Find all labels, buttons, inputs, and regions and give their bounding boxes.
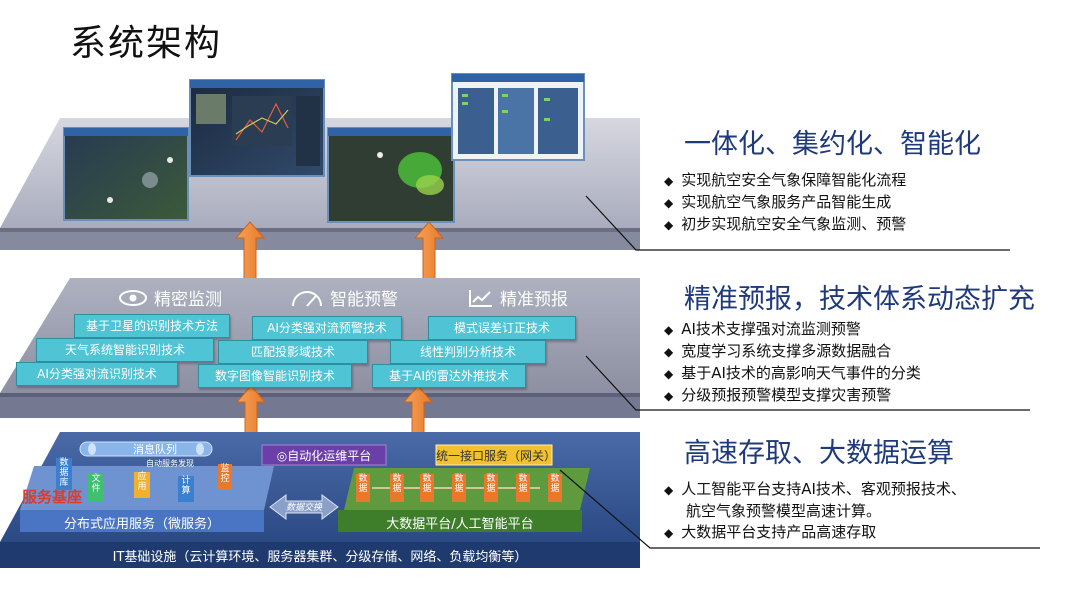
pipeline-cube: 数据	[548, 474, 562, 502]
ops-platform-label: ◎自动化运维平台	[276, 449, 372, 463]
dashboard-screenshot-1	[63, 127, 189, 221]
bullet-item: 人工智能平台支持AI技术、客观预报技术、	[664, 479, 966, 501]
cube-database: 数据库	[56, 458, 72, 490]
pipeline-cube: 数据	[356, 474, 370, 502]
section-heading-storage: 高速存取、大数据运算	[684, 438, 954, 469]
bigdata-platform-label: 大数据平台/人工智能平台	[386, 517, 534, 532]
bullet-item: 基于AI技术的高影响天气事件的分类	[664, 363, 921, 385]
leader-lines	[559, 195, 1040, 549]
tech-satellite-recognition: 基于卫星的识别技术方法	[74, 314, 230, 338]
cube-app: 应用	[134, 472, 150, 498]
section-bullets-forecast: AI技术支撑强对流监测预警 宽度学习系统支撑多源数据融合 基于AI技术的高影响天…	[664, 319, 921, 407]
message-queue-pipe	[79, 441, 213, 457]
data-exchange-arrow	[269, 494, 339, 520]
section-bullets-integration: 实现航空安全气象保障智能化流程 实现航空气象服务产品智能生成 初步实现航空安全气…	[664, 170, 906, 236]
cube-file: 文件	[88, 474, 104, 502]
bullet-item: 宽度学习系统支撑多源数据融合	[664, 341, 921, 363]
data-exchange-label: 数据交换	[285, 503, 322, 513]
bullet-item: 分级预报预警模型支撑灾害预警	[664, 385, 921, 407]
distributed-service-label: 分布式应用服务（微服务）	[63, 517, 220, 532]
section-heading-integration: 一体化、集约化、智能化	[684, 129, 981, 160]
monitor-precision: 精密监测	[118, 285, 222, 312]
dashboard-screenshot-4	[451, 73, 585, 161]
ops-platform-bar	[261, 444, 387, 466]
pipeline-cube: 数据	[484, 474, 498, 502]
cube-compute: 计算	[178, 476, 194, 502]
section-heading-forecast: 精准预报，技术体系动态扩充	[684, 284, 1035, 315]
unified-api-label: 统一接口服务（网关）	[436, 449, 557, 463]
tech-ai-convection-recognition: AI分类强对流识别技术	[16, 362, 178, 386]
tech-model-error-correction: 模式误差订正技术	[428, 316, 576, 340]
dashboard-screenshot-2	[189, 79, 325, 177]
cube-monitor: 监控	[218, 464, 232, 490]
pipeline-cube: 数据	[452, 474, 466, 502]
tech-matched-projection: 匹配投影域技术	[218, 340, 368, 364]
tech-linear-discriminant: 线性判别分析技术	[390, 340, 546, 364]
bullet-item: 实现航空气象服务产品智能生成	[664, 192, 906, 214]
bullet-item: AI技术支撑强对流监测预警	[664, 319, 921, 341]
pipeline-cube: 数据	[420, 474, 434, 502]
bullet-item: 大数据平台支持产品高速存取	[664, 522, 966, 544]
unified-api-bar	[435, 444, 553, 466]
monitor-forecast: 精准预报	[468, 285, 568, 313]
message-queue-label: 消息队列	[133, 443, 177, 456]
dashboard-screenshot-3	[327, 127, 455, 223]
tech-ai-convection-warning: AI分类强对流预警技术	[252, 316, 402, 340]
line-chart-icon	[468, 288, 494, 313]
section-bullets-storage: 人工智能平台支持AI技术、客观预报技术、 航空气象预警模型高速计算。 大数据平台…	[664, 479, 966, 544]
monitor-warning: 智能预警	[290, 285, 398, 313]
infrastructure-label: IT基础设施（云计算环境、服务器集群、分级存储、网络、负载均衡等）	[112, 550, 528, 565]
pipeline-cube: 数据	[516, 474, 530, 502]
bullet-item: 实现航空安全气象保障智能化流程	[664, 170, 906, 192]
tech-weather-system-recognition: 天气系统智能识别技术	[36, 338, 214, 362]
eye-icon	[118, 289, 148, 312]
gauge-icon	[290, 288, 324, 313]
bullet-item: 初步实现航空安全气象监测、预警	[664, 214, 906, 236]
bullet-item-continuation: 航空气象预警模型高速计算。	[686, 502, 882, 520]
tech-ai-radar-extrapolation: 基于AI的雷达外推技术	[372, 364, 526, 388]
service-base-label: 服务基座	[22, 488, 83, 506]
tech-digital-image-recognition: 数字图像智能识别技术	[198, 364, 352, 388]
service-mesh-label: 自动服务发现	[146, 459, 194, 468]
pipeline-cube: 数据	[390, 474, 404, 502]
page-title: 系统架构	[70, 23, 223, 64]
